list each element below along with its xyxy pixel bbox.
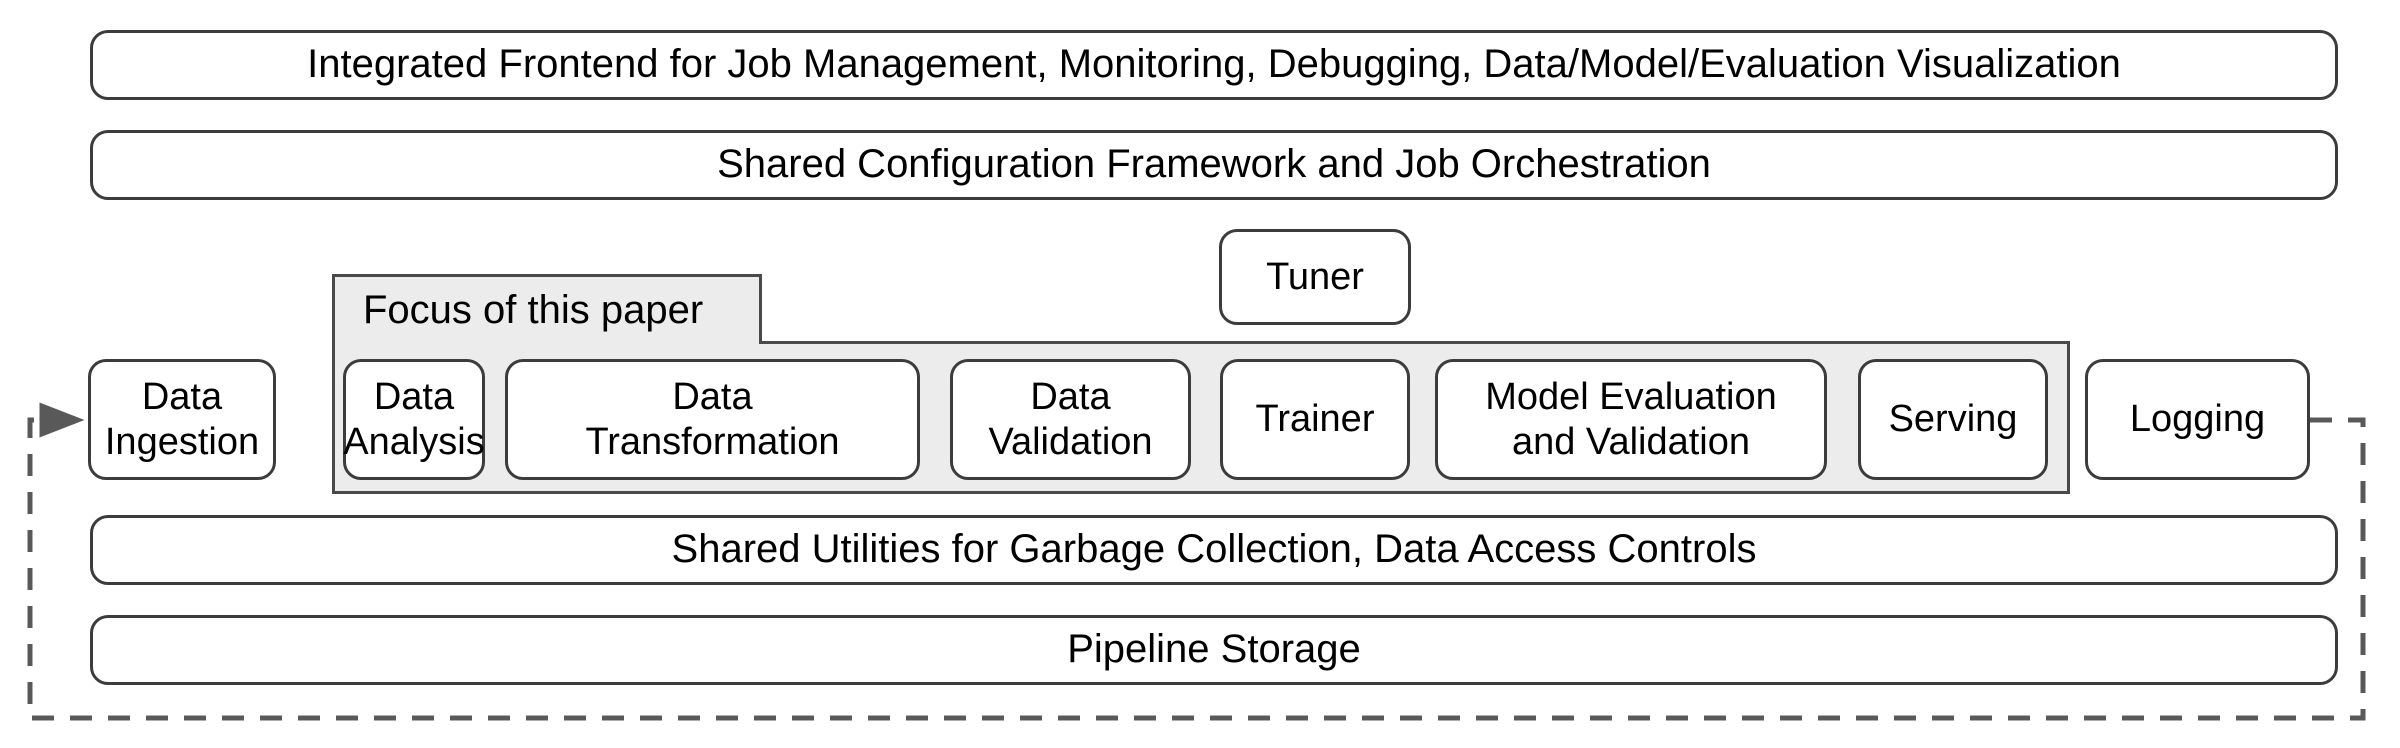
focus-tab-seam-mask [335,338,759,347]
component-box-data-validation: Data Validation [950,359,1191,480]
focus-group-tab-label: Focus of this paper [363,288,704,332]
layer-shared-configuration: Shared Configuration Framework and Job O… [90,130,2338,200]
component-box-data-transformation: Data Transformation [505,359,920,480]
component-label-data-analysis: Data Analysis [343,375,485,463]
component-box-data-ingestion: Data Ingestion [88,359,276,480]
component-box-trainer: Trainer [1220,359,1410,480]
component-box-logging: Logging [2085,359,2310,480]
layer-integrated-frontend-label: Integrated Frontend for Job Management, … [307,42,2121,87]
component-label-model-evaluation-and-validation: Model Evaluation and Validation [1485,375,1777,463]
layer-shared-utilities-label: Shared Utilities for Garbage Collection,… [671,527,1757,572]
component-label-data-transformation: Data Transformation [585,375,840,463]
component-label-logging: Logging [2129,398,2266,441]
layer-pipeline-storage: Pipeline Storage [90,615,2338,685]
component-label-serving: Serving [1888,398,2018,441]
layer-integrated-frontend: Integrated Frontend for Job Management, … [90,30,2338,100]
component-label-data-validation: Data Validation [988,375,1153,463]
layer-shared-configuration-label: Shared Configuration Framework and Job O… [717,142,1711,187]
component-box-serving: Serving [1858,359,2048,480]
component-label-trainer: Trainer [1255,398,1375,441]
component-box-tuner: Tuner [1219,229,1411,325]
layer-pipeline-storage-label: Pipeline Storage [1067,627,1361,672]
layer-shared-utilities: Shared Utilities for Garbage Collection,… [90,515,2338,585]
focus-group-tab: Focus of this paper [332,274,762,344]
component-box-data-analysis: Data Analysis [343,359,485,480]
component-box-model-evaluation-and-validation: Model Evaluation and Validation [1435,359,1827,480]
component-label-tuner: Tuner [1266,255,1364,298]
component-label-data-ingestion: Data Ingestion [104,375,260,463]
